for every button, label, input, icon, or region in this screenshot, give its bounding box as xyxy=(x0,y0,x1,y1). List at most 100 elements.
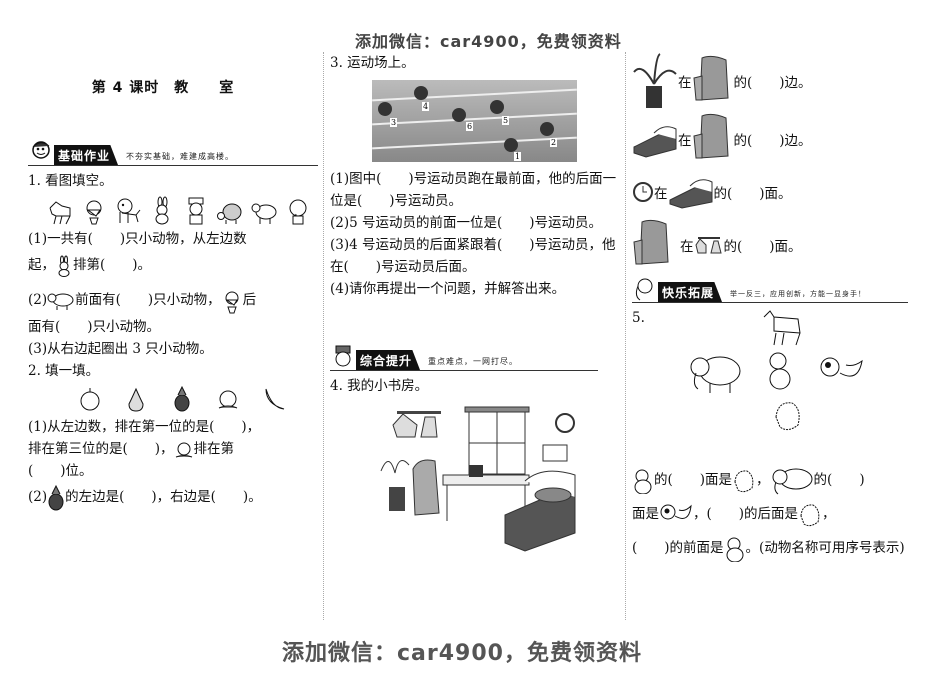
elephant-icon xyxy=(772,468,813,494)
animal-formation-image xyxy=(632,310,932,469)
question-text: 面有( )只小动物。 xyxy=(28,319,161,335)
question-text: 排在第三位的是( )， xyxy=(28,441,174,457)
question-title: 4. 我的小书房。 xyxy=(330,378,429,394)
question-text: 的( )边。 xyxy=(733,133,812,149)
monkey-icon xyxy=(769,352,791,390)
bed-icon xyxy=(669,179,712,209)
section-motto: 举一反三，应用创新，方能一显身手！ xyxy=(730,290,867,298)
pineapple-icon xyxy=(48,484,64,510)
pear-icon xyxy=(128,387,144,412)
position-row: 在 的( )面。 xyxy=(632,216,932,274)
question-text: ， xyxy=(756,472,770,488)
section-tag: 快乐拓展 xyxy=(658,282,723,302)
watermark-bottom: 添加微信：car4900，免费领资料 xyxy=(282,641,642,666)
question-text: 的( )面是 xyxy=(654,472,733,488)
runner-bib: 5 xyxy=(502,116,510,125)
question-text: (2)5 号运动员的前面一位是( )号运动员。 xyxy=(330,215,603,231)
sheep-icon xyxy=(251,203,277,224)
section-header-comprehensive: 综合提升 重点难点，一网打尽。 xyxy=(330,345,598,371)
question-text: 的( )面。 xyxy=(723,239,802,255)
section-motto: 不夯实基础，难建成高楼。 xyxy=(126,152,235,161)
question-text: 的( )边。 xyxy=(733,75,812,91)
coat-rack-icon xyxy=(694,237,722,254)
section-header-basic: 基础作业 不夯实基础，难建成高楼。 xyxy=(28,141,318,166)
position-row: 在 的( )边。 xyxy=(632,52,932,110)
question-text: ，( )的后面是 xyxy=(693,506,799,522)
position-row: 在 的( )边。 xyxy=(632,110,932,168)
pineapple-icon xyxy=(174,386,190,412)
question-text: 的( )面。 xyxy=(713,186,792,202)
section-tag: 基础作业 xyxy=(54,145,119,165)
column-middle: 3. 运动场上。 4 3 6 5 2 1 (1)图中( )号运动员跑在最前面，他… xyxy=(330,52,622,562)
question-text: ( )的前面是 xyxy=(632,540,724,556)
question-text: 排在第 xyxy=(193,441,235,457)
clock-icon xyxy=(633,182,653,202)
monkey-icon xyxy=(634,469,652,494)
question-text: 在 xyxy=(680,239,694,255)
question-text: 在 xyxy=(678,133,692,149)
peach-icon xyxy=(175,442,192,457)
section-header-extension: 快乐拓展 举一反三，应用创新，方能一显身手！ xyxy=(632,278,908,303)
column-divider xyxy=(323,52,324,620)
question-text: (2) xyxy=(28,489,48,505)
armchair-icon xyxy=(692,55,729,101)
question-text: 起， xyxy=(28,257,55,273)
hedgehog-icon xyxy=(800,503,820,526)
cartoon-boy-icon xyxy=(32,141,50,159)
duck-icon xyxy=(86,200,102,225)
apple-icon xyxy=(80,388,100,411)
goat-icon xyxy=(763,310,801,346)
banana-icon xyxy=(265,388,285,410)
question-text: 的( )面是，的( ) 面是，( )的后面是， ( )的前面是。(动物名称可用序… xyxy=(632,463,932,565)
watermark-top: 添加微信：car4900，免费领资料 xyxy=(355,32,622,51)
fruit-row xyxy=(78,386,318,412)
question-text: (4)请你再提出一个问题，并解答出来。 xyxy=(330,281,566,297)
question-title: 2. 填一填。 xyxy=(28,363,100,379)
dog-icon xyxy=(117,198,141,223)
question-text: 的( ) xyxy=(813,472,865,488)
question-text: (2) xyxy=(28,292,48,308)
runner-bib: 3 xyxy=(390,118,398,127)
question-text: 在 xyxy=(654,186,668,202)
section-motto: 重点难点，一网打尽。 xyxy=(428,357,519,366)
position-row: 在 的( )面。 xyxy=(632,168,932,216)
running-track-image: 4 3 6 5 2 1 xyxy=(372,80,577,162)
duck-icon xyxy=(225,291,239,313)
question-title: 1. 看图填空。 xyxy=(28,173,113,189)
question-title: 3. 运动场上。 xyxy=(330,55,415,71)
bed-icon xyxy=(633,126,677,158)
monkey-icon xyxy=(726,537,744,562)
hedgehog-icon xyxy=(734,469,754,492)
animal-row xyxy=(46,196,318,226)
sheep-icon xyxy=(47,293,74,310)
runner-bib: 1 xyxy=(514,152,522,161)
question-text: 后 xyxy=(242,292,257,308)
question-text: (3)4 号运动员的后面紧跟着( )号运动员，他在( )号运动员后面。 xyxy=(330,237,616,275)
horse-icon xyxy=(49,201,71,225)
rabbit-icon xyxy=(58,255,70,277)
armchair-icon xyxy=(633,219,669,265)
monkey-icon xyxy=(188,197,204,225)
question-text: ( )位。 xyxy=(28,463,93,479)
question-text: 面是 xyxy=(632,506,659,522)
question-text: 前面有( )只小动物， xyxy=(75,292,221,308)
turtle-icon xyxy=(217,203,242,224)
section-tag: 综合提升 xyxy=(356,350,421,370)
question-text: (1)从左边数，排在第一位的是( )， xyxy=(28,419,261,435)
study-room-image xyxy=(380,406,576,552)
question-text: ， xyxy=(822,506,836,522)
peach-icon xyxy=(218,390,238,409)
elephant-icon xyxy=(289,199,307,225)
column-left: 第 4 课时 教 室 基础作业 不夯实基础，难建成高楼。 1. 看图填空。 (1… xyxy=(28,52,318,512)
lesson-title: 第 4 课时 教 室 xyxy=(91,80,235,96)
hedgehog-icon xyxy=(775,402,800,431)
cartoon-boy-icon xyxy=(335,345,351,367)
question-text: (1)图中( )号运动员跑在最前面，他的后面一位是( )号运动员。 xyxy=(330,171,617,209)
runner-bib: 6 xyxy=(466,122,474,131)
question-text: 的左边是( )，右边是( )。 xyxy=(65,489,262,505)
plant-icon xyxy=(633,53,677,108)
runner-bib: 2 xyxy=(550,138,558,147)
question-text: (3)从右边起圈出 3 只小动物。 xyxy=(28,341,213,357)
cartoon-elephant-icon xyxy=(635,278,653,301)
armchair-icon xyxy=(692,113,729,159)
